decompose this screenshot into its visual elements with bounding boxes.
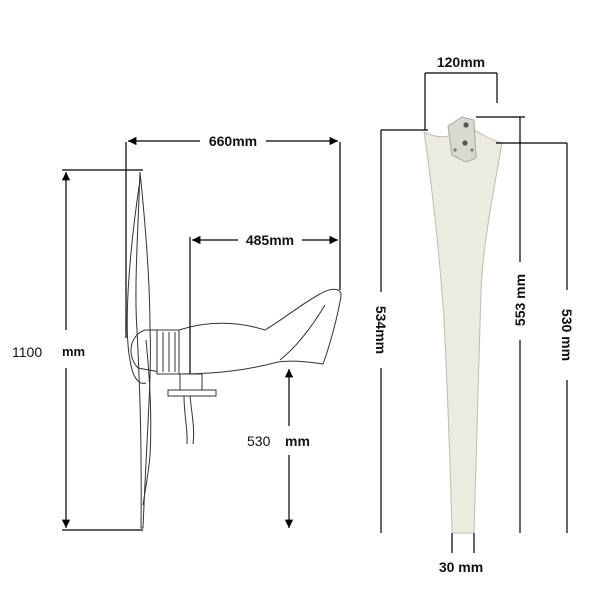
mount-height-unit: mm (285, 433, 310, 449)
blade-mount-tab (447, 116, 477, 163)
power-cable (183, 395, 195, 445)
dim-tip-width: 30 mm (439, 533, 483, 575)
dim-mount-height: 530 mm (247, 369, 310, 528)
total-height-unit: mm (62, 344, 85, 359)
turbine-side-view (126, 171, 342, 529)
mount-flange (167, 389, 217, 397)
dim-length-middle: 553 mm (476, 116, 528, 533)
root-width-label: 120mm (437, 54, 485, 70)
tail-length-label: 485mm (246, 232, 294, 248)
length-outer-label: 534mm (373, 306, 389, 354)
tip-width-label: 30 mm (439, 559, 483, 575)
blade-shape (423, 124, 503, 534)
hub-nose (130, 329, 161, 373)
length-middle-label: 553 mm (512, 274, 528, 326)
tail-fin-inner (279, 304, 326, 361)
generator-housing (156, 329, 180, 375)
mount-hole-mid (462, 140, 468, 146)
dim-length-right: 530 mm (496, 142, 575, 533)
rotor-blade-back (142, 339, 152, 506)
dim-width: 660mm (125, 133, 341, 338)
dim-root-width: 120mm (424, 54, 498, 130)
rotor-blade-front (126, 179, 147, 384)
mount-height-value: 530 (247, 433, 271, 449)
dim-tail-length: 485mm (189, 232, 338, 374)
mount-hole-left (453, 148, 457, 152)
length-right-label: 530 mm (559, 309, 575, 361)
dim-length-outer: 534mm (373, 129, 428, 533)
yaw-mount (179, 373, 203, 393)
blade-view (423, 116, 503, 534)
total-height-value: 1100 (12, 344, 42, 360)
turbine-body-tail (178, 288, 342, 375)
rotor-blade-outline (135, 171, 151, 529)
dim-total-height: 1100 mm (12, 169, 143, 531)
mount-hole-top (463, 122, 469, 128)
mount-hole-right (470, 148, 474, 152)
width-label: 660mm (209, 133, 257, 149)
